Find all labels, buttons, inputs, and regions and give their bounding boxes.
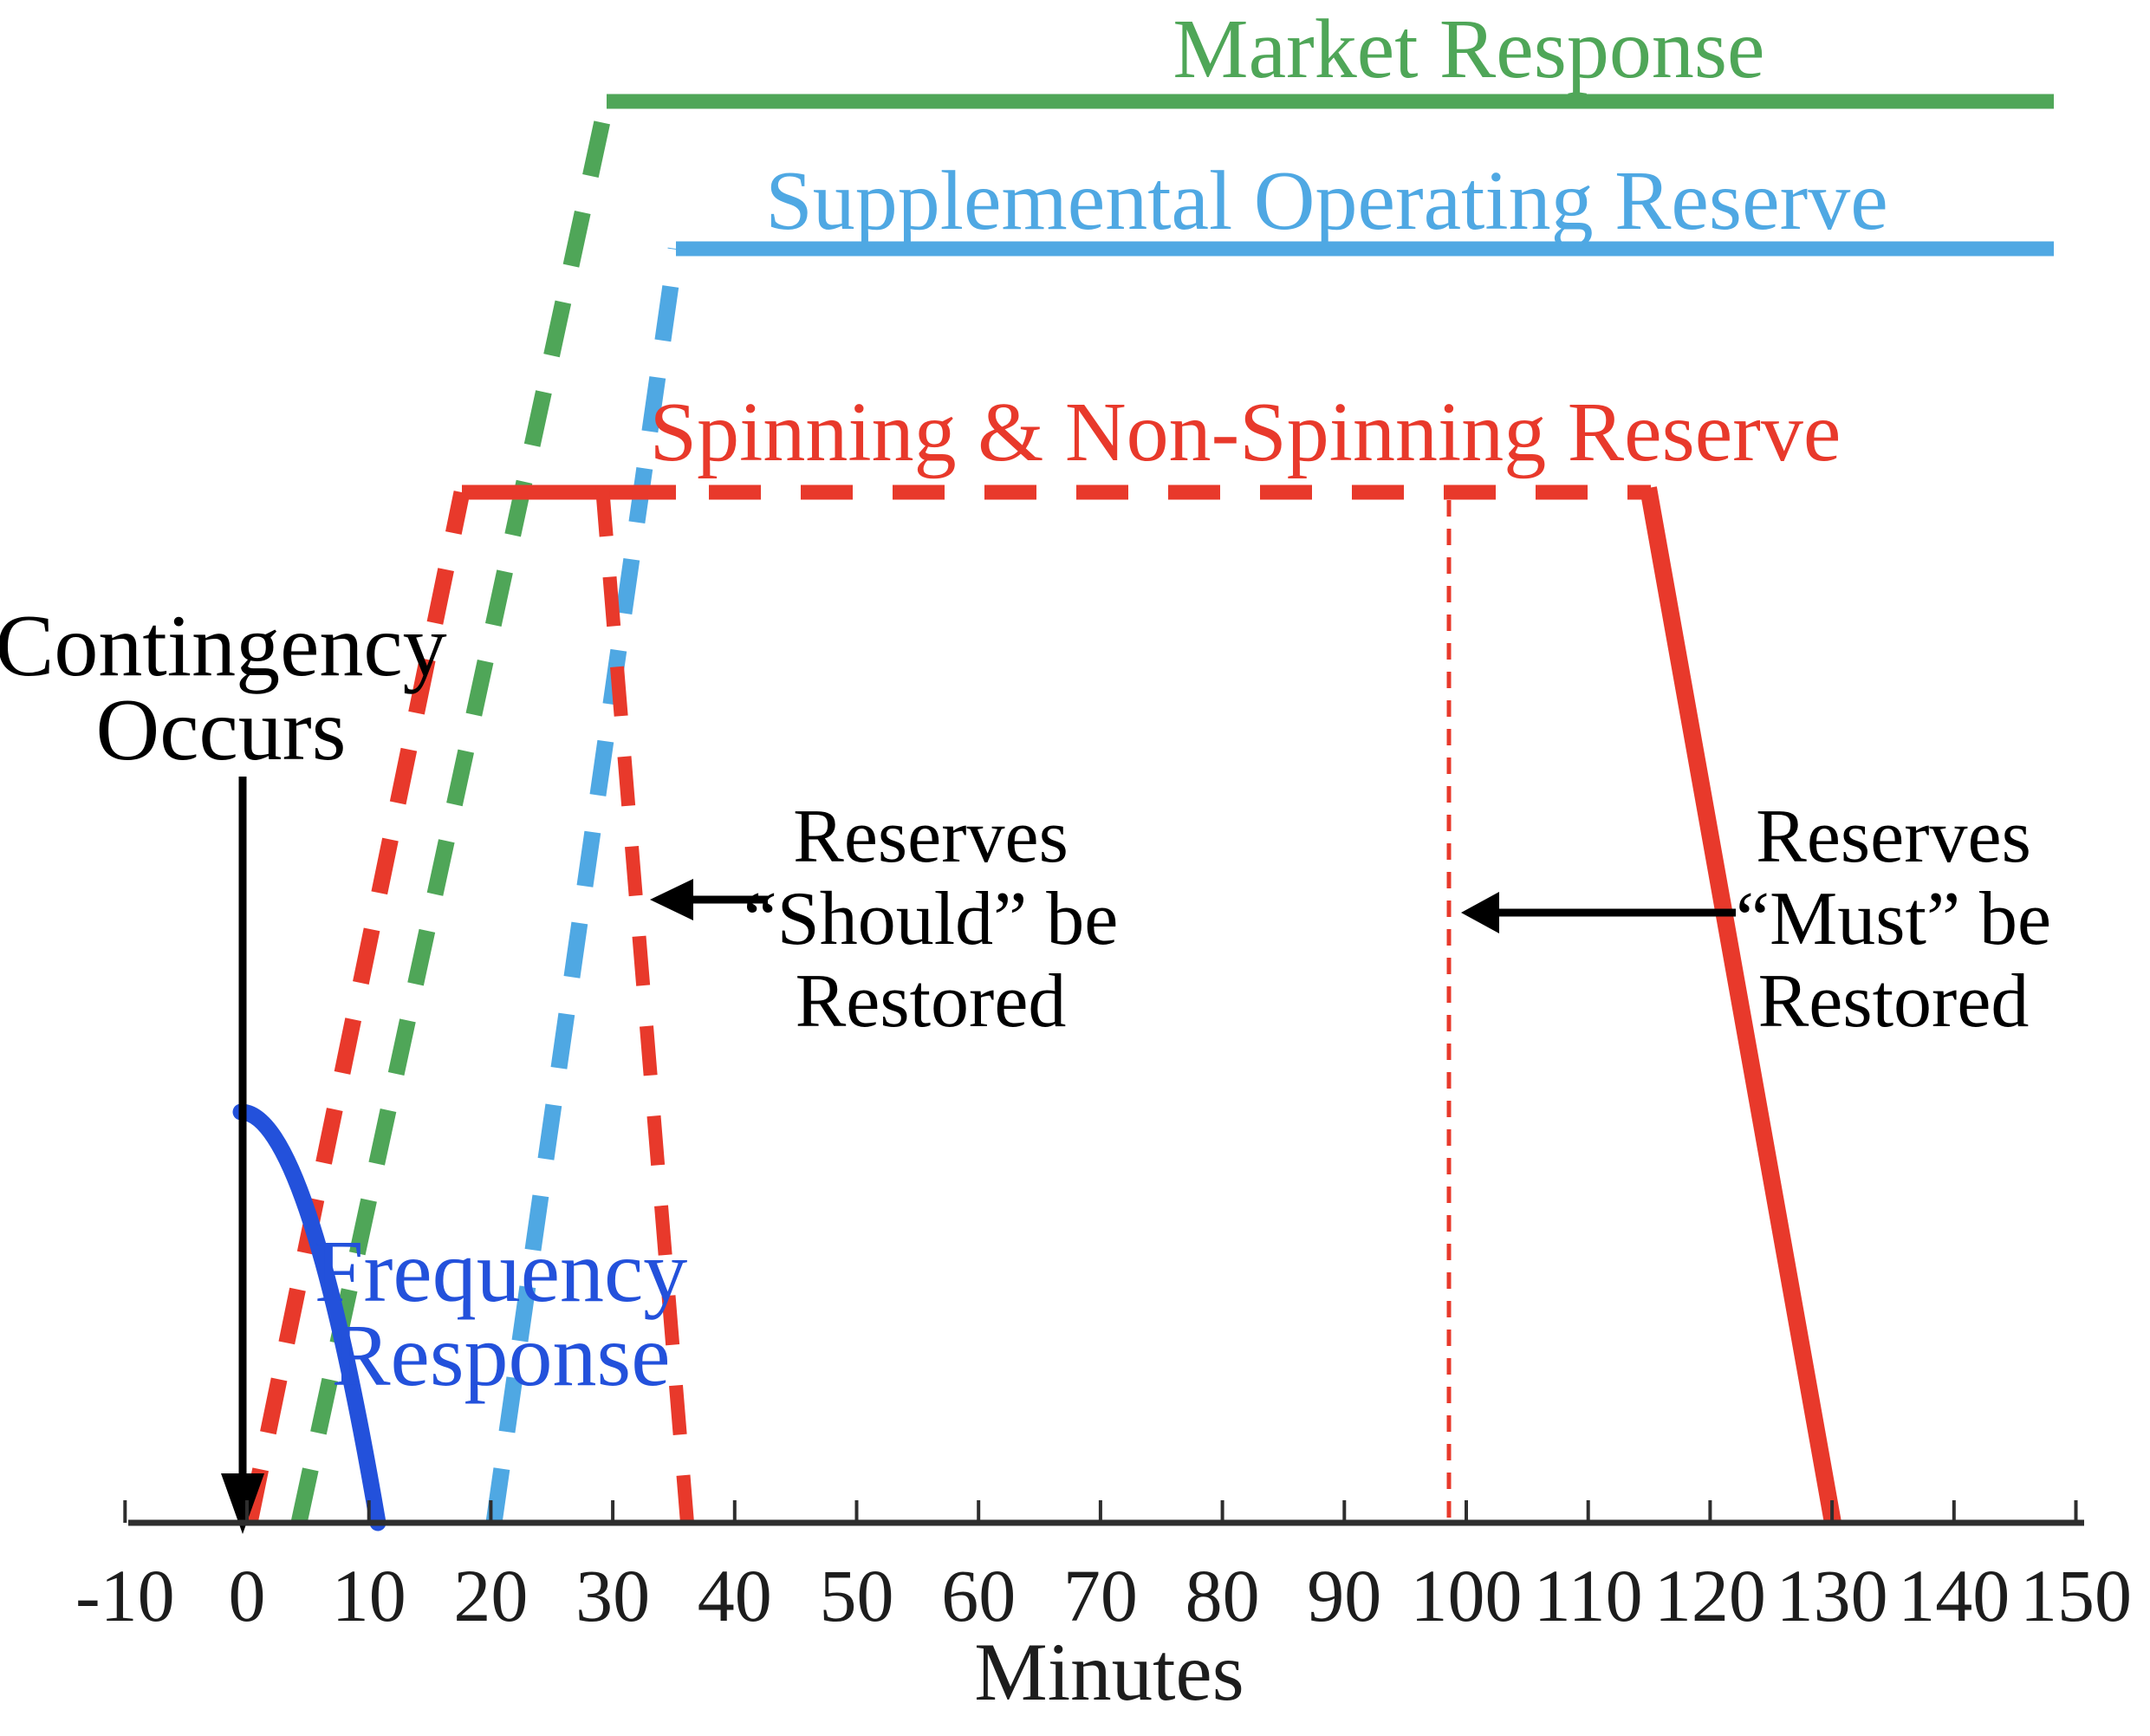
x-axis-tick-label: 0 — [228, 1554, 266, 1637]
must-arrow-head-icon — [1461, 892, 1499, 933]
x-axis-tick-label: 150 — [2020, 1554, 2132, 1637]
spinning-reserve-rampdown-line — [1640, 486, 1841, 1525]
x-axis-tick-label: 50 — [819, 1554, 894, 1637]
contingency-arrow-head-icon — [221, 1473, 264, 1534]
x-axis-tick-label: 10 — [331, 1554, 406, 1637]
x-axis-title: Minutes — [974, 1626, 1244, 1718]
market-response-ramp-line — [290, 99, 615, 1525]
should-arrow-head-icon — [650, 879, 693, 920]
x-axis-tick-label: 70 — [1062, 1554, 1138, 1637]
x-axis-tick-label: 30 — [575, 1554, 651, 1637]
spinning-reserve-label: Spinning & Non-Spinning Reserve — [649, 386, 1841, 479]
market-response-label: Market Response — [1172, 3, 1765, 96]
reserves-must-be-restored-note: Reserves “Must” be Restored — [1735, 795, 2052, 1044]
reserves-should-be-restored-note: Reserves “Should” be Restored — [743, 795, 1119, 1044]
x-axis-tick-label: 130 — [1776, 1554, 1888, 1637]
x-axis-tick-label: 140 — [1898, 1554, 2010, 1637]
x-axis-tick-label: 100 — [1410, 1554, 1523, 1637]
x-axis-tick-label: 80 — [1185, 1554, 1260, 1637]
x-axis-tick-label: 60 — [941, 1554, 1017, 1637]
x-axis-tick-label: 110 — [1533, 1554, 1643, 1637]
x-axis-tick-label: -10 — [75, 1554, 175, 1637]
supplemental-reserve-ramp-line — [485, 247, 685, 1525]
supplemental-reserve-label: Supplemental Operating Reserve — [765, 154, 1888, 248]
frequency-response-label: Frequency Response — [314, 1223, 688, 1405]
x-axis-tick-label: 120 — [1653, 1554, 1766, 1637]
x-axis-tick-label: 90 — [1307, 1554, 1382, 1637]
x-axis-tick-label: 40 — [697, 1554, 772, 1637]
x-axis-tick-label: 20 — [453, 1554, 529, 1637]
x-axis-tick-marks — [123, 1500, 2078, 1523]
frequency-response-curve — [232, 1103, 386, 1531]
spinning-reserve-ramp-line — [241, 491, 471, 1525]
contingency-occurs-note: Contingency Occurs — [0, 597, 447, 779]
